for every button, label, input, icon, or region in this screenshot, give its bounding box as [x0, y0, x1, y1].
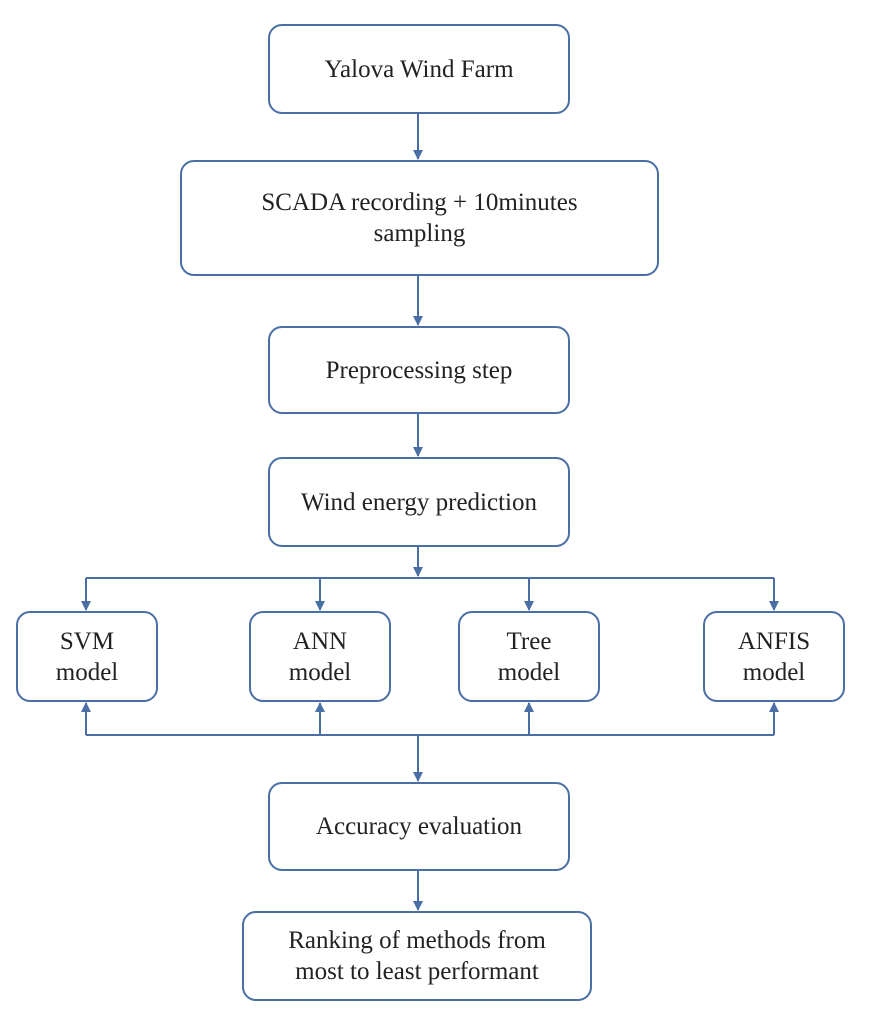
ann-model-box: ANN model [249, 611, 391, 702]
yalova-wind-farm-label: Yalova Wind Farm [324, 55, 514, 83]
tree-model-label-line2: model [497, 658, 561, 686]
anfis-model-label-line1: ANFIS [737, 627, 811, 655]
scada-recording-label-line2: sampling [373, 220, 466, 247]
ann-model-label-line2: model [288, 658, 352, 686]
wind-energy-prediction-box: Wind energy prediction [268, 457, 570, 547]
ranking-of-methods-box: Ranking of methods from most to least pe… [242, 911, 592, 1001]
preprocessing-step-label: Preprocessing step [325, 356, 513, 384]
anfis-model-box: ANFIS model [703, 611, 845, 702]
preprocessing-step-box: Preprocessing step [268, 326, 570, 414]
scada-recording-label-line1: SCADA recording + 10minutes [261, 189, 578, 216]
accuracy-evaluation-label: Accuracy evaluation [315, 813, 523, 840]
yalova-wind-farm-box: Yalova Wind Farm [268, 24, 570, 114]
ranking-of-methods-label-line1: Ranking of methods from [288, 927, 546, 954]
anfis-model-label-line2: model [742, 658, 806, 686]
ranking-of-methods-label-line2: most to least performant [295, 958, 539, 985]
svm-model-box: SVM model [16, 611, 158, 702]
accuracy-evaluation-box: Accuracy evaluation [268, 782, 570, 871]
tree-model-box: Tree model [458, 611, 600, 702]
wind-energy-prediction-label: Wind energy prediction [301, 488, 537, 516]
svm-model-label-line2: model [55, 658, 119, 686]
scada-recording-box: SCADA recording + 10minutes sampling [180, 160, 659, 276]
ann-model-label-line1: ANN [292, 627, 348, 655]
svm-model-label-line1: SVM [59, 627, 115, 655]
tree-model-label-line1: Tree [506, 627, 552, 655]
